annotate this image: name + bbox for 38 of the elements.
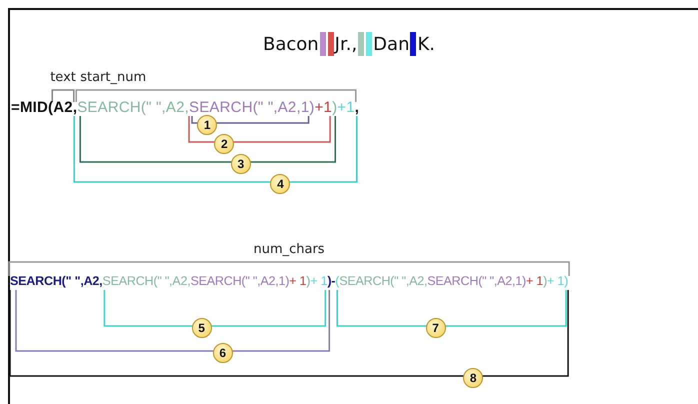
callout-number: 1 <box>197 115 218 135</box>
bracket-label: text <box>50 70 76 85</box>
formula-text: , <box>72 100 78 115</box>
formula-text: - <box>331 274 336 289</box>
cell-text: Jr., <box>334 34 358 54</box>
callout-number: 7 <box>426 318 446 338</box>
formula-text: + 1 <box>310 274 328 289</box>
formula-text: +1 <box>314 100 332 115</box>
formula-text: SEARCH(" ",A2,1) <box>189 100 315 115</box>
cell-text: Dan <box>373 34 410 54</box>
callout-number: 3 <box>230 154 251 174</box>
formula-text: +1 <box>337 100 355 115</box>
callout-number: 2 <box>214 134 234 154</box>
bracket-label: num_chars <box>253 242 325 257</box>
formula-text: + 1 <box>526 274 544 289</box>
formula-text: SEARCH(" ",A2,1) <box>190 274 290 289</box>
formula-text: , <box>354 100 360 115</box>
formula-text: ) <box>332 100 338 115</box>
formula-text: SEARCH(" ",A2, <box>102 274 190 289</box>
callout-number: 5 <box>192 318 212 338</box>
bracket-label: start_num <box>80 70 146 85</box>
formula-text: SEARCH(" ",A2,1) <box>427 274 526 289</box>
formula-text: =MID( <box>11 100 54 115</box>
formula-text: ) <box>327 274 332 289</box>
cell-text: Bacon <box>262 34 319 54</box>
formula-text: ( <box>335 274 340 289</box>
cell-text: K. <box>417 34 436 54</box>
formula-text: + 1) <box>547 274 568 289</box>
callout-number: 8 <box>463 368 484 388</box>
formula-text: SEARCH(" ",A2, <box>77 100 190 115</box>
formula-text: ) <box>543 274 548 289</box>
formula-text: ) <box>306 274 310 289</box>
formula-text: SEARCH(" ",A2, <box>339 274 428 289</box>
formula-text: A2 <box>53 100 73 115</box>
formula-text: SEARCH(" ",A2, <box>10 274 102 289</box>
formula-text: + 1 <box>289 274 306 289</box>
callout-number: 4 <box>270 174 290 194</box>
callout-number: 6 <box>212 343 233 363</box>
